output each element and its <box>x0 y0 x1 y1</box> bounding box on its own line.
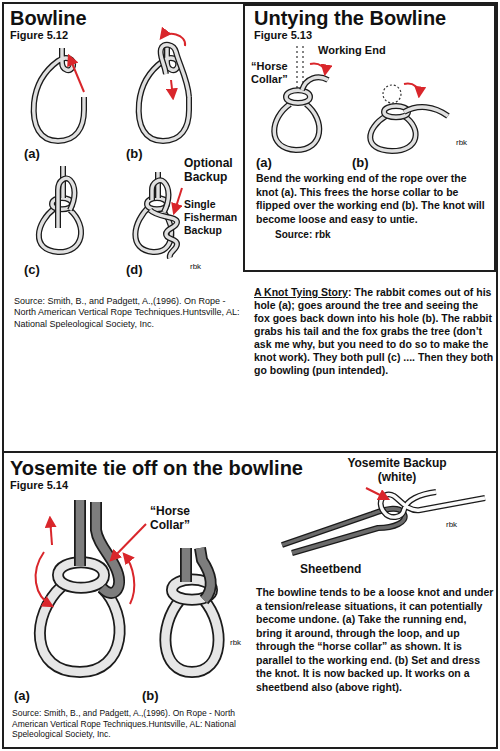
rope-outline <box>96 502 119 593</box>
rope <box>286 90 310 103</box>
rope <box>182 548 191 582</box>
rope <box>58 178 75 228</box>
motion-arrow <box>36 552 52 606</box>
bowline-step-b <box>139 34 189 141</box>
panel-body: The bowline tends to be a loose knot and… <box>256 586 494 694</box>
panel-body: Bend the working end of the rope over th… <box>256 172 488 226</box>
callout-label: Working End <box>318 44 386 57</box>
rope <box>165 600 218 672</box>
dotted-collar <box>383 85 401 103</box>
figure-number: Figure 5.14 <box>10 479 68 492</box>
yosemite-step-b <box>165 548 218 672</box>
rope <box>152 180 169 212</box>
rope <box>96 502 119 593</box>
callout-label: “Horse Collar” <box>150 504 200 532</box>
callout-label: “Horse Collar” <box>251 60 293 86</box>
story-heading: A Knot Tying Story <box>254 286 348 298</box>
rope-outline <box>58 178 75 228</box>
figure-letter: (b) <box>142 688 159 704</box>
figure-letter: (a) <box>256 155 272 171</box>
rope <box>274 104 319 150</box>
figure-letter: (a) <box>24 146 40 162</box>
rope-outline <box>286 90 310 103</box>
rope-outline <box>302 77 328 90</box>
author-mark: rbk <box>446 520 457 530</box>
untying-step-b <box>370 84 448 151</box>
rope-outline <box>40 586 120 672</box>
figure-number: Figure 5.13 <box>254 29 312 42</box>
rope <box>381 492 485 517</box>
sheetbend-knot <box>282 488 485 553</box>
rope-outline <box>161 45 189 97</box>
rope-outline <box>404 107 448 116</box>
rope <box>161 45 189 97</box>
rope-outline <box>74 500 86 566</box>
motion-arrow <box>124 554 134 604</box>
leader-arrow <box>174 188 182 213</box>
callout-label: Optional Backup <box>184 156 240 184</box>
dotted-rope <box>296 46 297 88</box>
figure-panel: BowlineFigure 5.12 Untying the BowlineFig… <box>2 2 498 453</box>
figure-letter: (c) <box>24 262 40 278</box>
motion-arrow <box>404 84 419 96</box>
callout-label: Single Fisherman Backup <box>184 198 241 237</box>
figure-letter: (b) <box>352 155 369 171</box>
rope-outline <box>152 180 169 212</box>
rope-outline <box>150 210 177 258</box>
rope-outline <box>165 600 218 672</box>
story-paragraph: A Knot Tying Story: The rabbit comes out… <box>254 286 494 377</box>
callout-label: Sheetbend <box>300 562 361 576</box>
figure-letter: (d) <box>126 262 143 278</box>
author-mark: rbk <box>456 138 467 148</box>
author-mark: rbk <box>190 262 201 272</box>
leader-arrow <box>366 488 388 499</box>
callout-label: Yosemite Backup (white) <box>345 456 449 484</box>
motion-arrow <box>310 64 325 74</box>
rope <box>404 107 448 116</box>
yosemite-step-a <box>36 500 146 672</box>
rope-outline <box>58 562 104 588</box>
rope <box>40 586 120 672</box>
rope <box>370 116 415 151</box>
rope-outline <box>34 48 84 141</box>
panel-title: Yosemite tie off on the bowline <box>10 456 303 480</box>
rope <box>200 548 211 600</box>
rope <box>150 210 177 258</box>
leader-arrow <box>111 524 146 560</box>
bowline-step-a <box>34 48 84 141</box>
rope-outline <box>274 104 319 150</box>
motion-arrow <box>50 518 52 545</box>
figure-letter: (b) <box>126 146 143 162</box>
rope-outline <box>180 548 192 582</box>
motion-arrow <box>161 34 185 46</box>
panel-title: Bowline <box>10 6 87 30</box>
rope <box>34 48 84 141</box>
source-note: Source: rbk <box>275 229 331 241</box>
motion-arrow <box>69 56 84 92</box>
bowline-step-c <box>39 166 81 252</box>
rope-outline <box>200 548 211 600</box>
bowline-step-d <box>135 172 182 258</box>
rope <box>76 500 85 566</box>
rope-outline <box>370 116 415 151</box>
rope <box>58 562 104 588</box>
motion-arrow <box>171 80 173 98</box>
figure-letter: (a) <box>14 688 30 704</box>
figure-number: Figure 5.12 <box>10 29 68 42</box>
story-text: : The rabbit comes out of his hole (a); … <box>254 286 493 376</box>
source-note: Source: Smith, B., and Padgett, A.,(1996… <box>14 296 240 330</box>
rope-outline <box>381 492 485 517</box>
source-note: Source: Smith, B., and Padgett, A.,(1996… <box>12 708 248 740</box>
rope <box>302 77 328 90</box>
author-mark: rbk <box>230 638 241 648</box>
panel-title: Untying the Bowline <box>254 6 446 30</box>
